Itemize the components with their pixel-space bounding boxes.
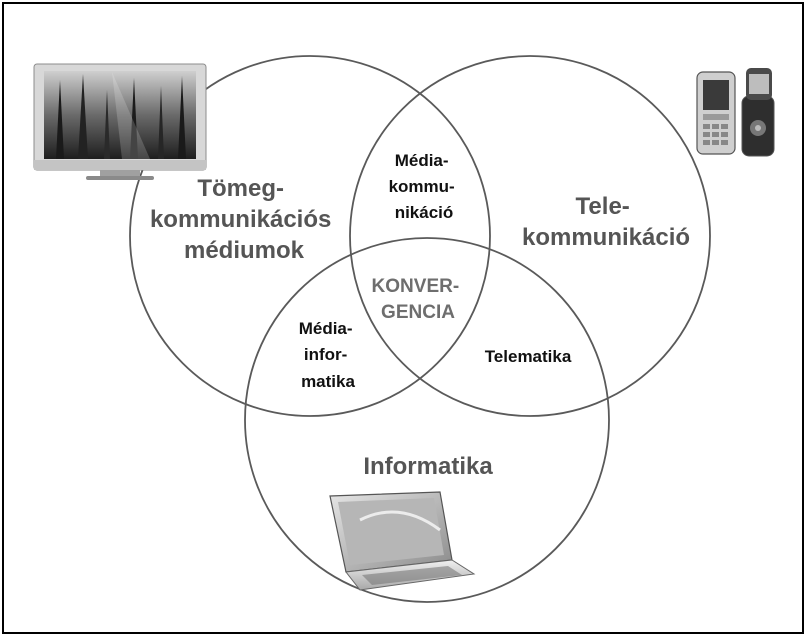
circle-telekommunikacio: [349, 55, 711, 417]
circle-informatika: [244, 237, 610, 603]
circle-tomegkommunikacio: [129, 55, 491, 417]
mobile-phones-icon: [696, 68, 775, 157]
label-telematika: Telematika: [485, 347, 572, 366]
label-telekommunikacio: Tele- kommunikáció: [522, 193, 690, 251]
television-icon: [33, 63, 207, 180]
label-tomegkommunikacios-mediumok: Tömeg- kommunikációs médiumok: [150, 175, 338, 264]
label-informatika: Informatika: [363, 453, 493, 480]
label-media-informatika: Média- infor- matika: [299, 319, 358, 391]
label-konvergencia: KONVER- GENCIA: [372, 276, 465, 323]
label-media-kommunikacio: Média- kommu- nikáció: [389, 151, 460, 222]
laptop-icon: [329, 491, 476, 591]
